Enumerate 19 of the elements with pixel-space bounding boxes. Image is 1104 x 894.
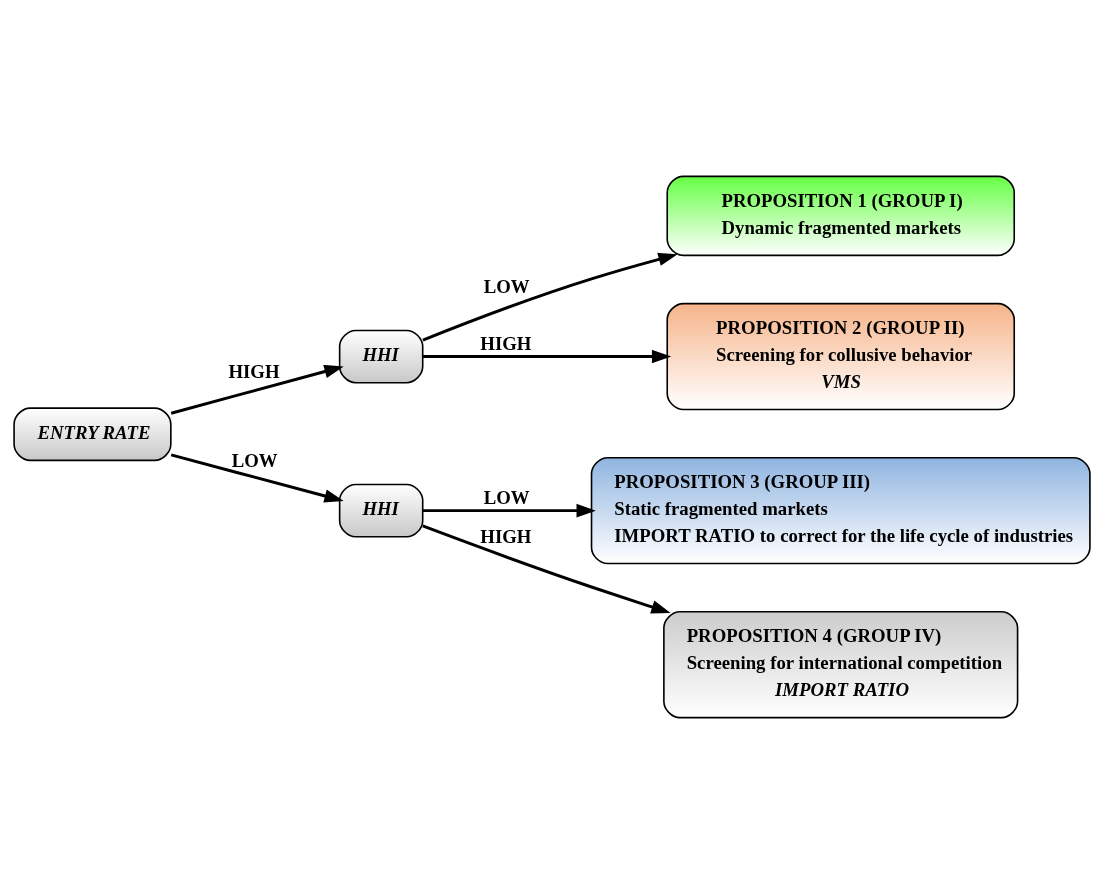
edge-label: HIGH: [480, 333, 532, 355]
edge-label: LOW: [483, 487, 530, 509]
arrow: [423, 503, 596, 518]
node-box: PROPOSITION 4 (GROUP IV) Screening for international competition IMPORT RATIO: [663, 611, 1019, 719]
edge-label: HIGH: [480, 526, 532, 548]
node-box: ENTRY RATE: [13, 407, 172, 462]
node-box: PROPOSITION 1 (GROUP I) Dynamic fragmented markets: [666, 175, 1016, 257]
arrow: [422, 252, 678, 342]
arrow: [423, 349, 672, 364]
node-box: PROPOSITION 3 (GROUP III) Static fragmented markets IMPORT RATIO to correct for the life cycle of industries: [590, 456, 1091, 565]
arrow: [170, 453, 344, 503]
node-box: HHI: [338, 483, 424, 538]
edge-label: HIGH: [228, 361, 280, 383]
edge-label: LOW: [483, 275, 530, 297]
arrow: [170, 364, 344, 415]
node-box: HHI: [338, 329, 424, 384]
arrow: [422, 524, 671, 614]
node-box: PROPOSITION 2 (GROUP II) Screening for collusive behavior VMS: [666, 302, 1016, 411]
edge-label: LOW: [231, 449, 278, 471]
